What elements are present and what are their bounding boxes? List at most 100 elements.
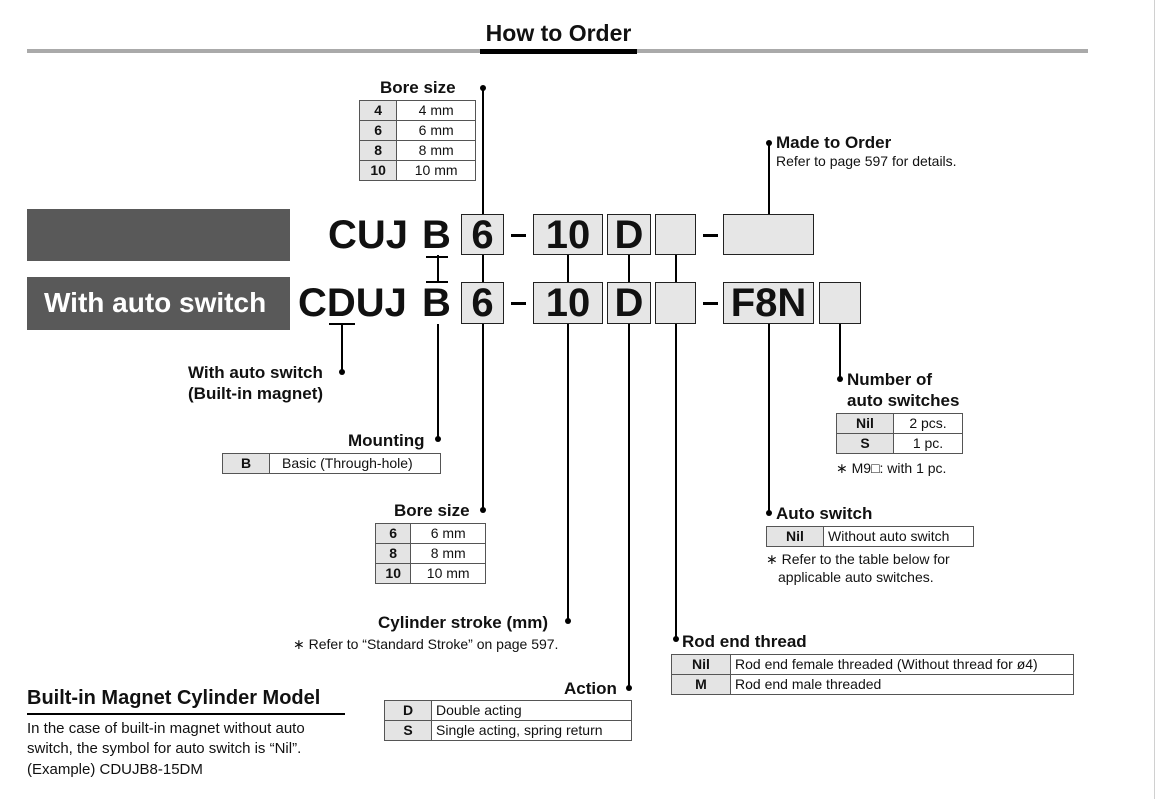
bore-top-label: Bore size — [380, 78, 456, 97]
bore-key: 10 — [374, 563, 412, 584]
bore-value: 8 mm — [396, 140, 476, 161]
code2-prefix: CDUJ — [298, 281, 407, 325]
switch-note-2: applicable auto switches. — [778, 569, 934, 585]
action-label: Action — [564, 679, 617, 698]
switch-key: Nil — [766, 526, 824, 547]
link-stroke — [567, 255, 569, 282]
rod-key: M — [671, 674, 731, 695]
banner-auto-switch — [27, 277, 290, 330]
action-value: Double acting — [431, 700, 632, 721]
bore-key: 4 — [358, 100, 398, 121]
built-in-line1: In the case of built-in magnet without a… — [27, 720, 305, 737]
bore-bottom-label: Bore size — [394, 501, 470, 520]
code2-prefix-rest: UJ — [355, 281, 407, 325]
link-mounting — [437, 255, 439, 282]
bore-value: 8 mm — [410, 543, 486, 564]
code2-prefix-c: C — [298, 281, 327, 325]
link-mounting-top — [426, 256, 448, 258]
code2-switch-box: F8N — [723, 282, 814, 324]
code2-action-box: D — [607, 282, 651, 324]
num-value: 1 pc. — [893, 433, 963, 454]
d-underline — [329, 323, 355, 325]
stroke-label: Cylinder stroke (mm) — [378, 613, 549, 632]
num-key: S — [836, 433, 894, 454]
mto-label: Made to Order — [776, 133, 892, 152]
action-value: Single acting, spring return — [431, 720, 632, 741]
rod-value: Rod end male threaded — [730, 674, 1074, 695]
code1-dash2 — [703, 234, 718, 237]
num-key: Nil — [836, 413, 894, 434]
num-switches-line1: Number of — [847, 370, 932, 389]
code2-dash1 — [511, 302, 526, 305]
action-line — [628, 324, 630, 687]
with-auto-switch-line1: With auto switch — [188, 363, 323, 382]
rod-key: Nil — [671, 654, 731, 675]
code1-rod-thread-box — [655, 214, 696, 255]
bore-value: 6 mm — [396, 120, 476, 141]
code2-num-switches-box — [819, 282, 861, 324]
page-title: How to Order — [485, 20, 632, 46]
switch-note-1: ∗ Refer to the table below for — [766, 551, 950, 567]
mounting-dot — [435, 436, 441, 442]
rod-label: Rod end thread — [682, 632, 807, 651]
auto-switch-line — [341, 324, 343, 372]
link-mounting-bottom — [426, 281, 448, 283]
rod-dot — [673, 636, 679, 642]
code2-rod-thread-box — [655, 282, 696, 324]
switch-dot — [766, 510, 772, 516]
stroke-dot — [565, 618, 571, 624]
bore-value: 6 mm — [410, 523, 486, 544]
auto-switch-dot — [339, 369, 345, 375]
code1-mounting: B — [422, 213, 451, 257]
code1-made-to-order-box — [723, 214, 814, 255]
code1-dash1 — [511, 234, 526, 237]
num-switches-line — [839, 324, 841, 378]
mounting-value: Basic (Through-hole) — [269, 453, 441, 474]
stroke-line — [567, 324, 569, 621]
code1-prefix: CUJ — [328, 213, 409, 257]
code2-prefix-d: D — [326, 281, 356, 325]
built-in-heading: Built-in Magnet Cylinder Model — [27, 687, 321, 709]
link-action — [628, 255, 630, 282]
action-key: D — [384, 700, 432, 721]
bore-value: 10 mm — [396, 160, 476, 181]
mto-line — [768, 143, 770, 214]
bore-value: 4 mm — [396, 100, 476, 121]
switch-value: Without auto switch — [823, 526, 974, 547]
switch-line — [768, 324, 770, 512]
mto-note: Refer to page 597 for details. — [776, 153, 957, 169]
switch-label: Auto switch — [776, 504, 873, 523]
num-switches-dot — [837, 376, 843, 382]
code2-bore-box: 6 — [461, 282, 504, 324]
num-switches-note: ∗ M9□: with 1 pc. — [836, 460, 947, 476]
built-in-line3: (Example) CDUJB8-15DM — [27, 761, 203, 778]
code1-stroke-box: 10 — [533, 214, 603, 255]
code1-action-box: D — [607, 214, 651, 255]
stroke-note: ∗ Refer to “Standard Stroke” on page 597… — [293, 636, 559, 652]
mounting-key: B — [222, 453, 270, 474]
bore-bottom-line — [482, 324, 484, 510]
link-bore — [482, 255, 484, 282]
page-edge-line — [1154, 0, 1155, 799]
link-rod — [675, 255, 677, 282]
bore-bottom-dot — [480, 507, 486, 513]
action-key: S — [384, 720, 432, 741]
code2-mounting: B — [422, 281, 451, 325]
